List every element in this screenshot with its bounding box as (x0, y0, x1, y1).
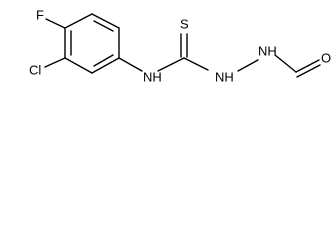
chemical-structure-diagram: F Cl S NH NH NH O (29, 7, 331, 84)
oxygen-label: O (321, 50, 331, 65)
bond-nh-to-carbon (157, 57, 185, 72)
ring-bond-top-right (91, 13, 120, 29)
hydrazine-nh-left-label: NH (215, 69, 234, 84)
bond-carbon-to-hydrazine-nh (183, 57, 209, 71)
benzene-ring (64, 13, 120, 74)
bond-formyl-carbon-to-oxygen-a (295, 59, 320, 73)
bond-ring-to-chlorine (44, 57, 66, 68)
sulfur-label: S (180, 16, 189, 31)
bond-formyl-carbon-to-oxygen-b (296, 64, 321, 78)
bond-ring-to-nh (118, 57, 143, 72)
fluorine-label: F (36, 7, 44, 22)
ring-double-bond-bottom (93, 54, 114, 67)
ring-bond-top-left (64, 13, 93, 29)
bond-ring-to-fluorine (45, 18, 66, 29)
ring-double-bond-top (93, 20, 114, 32)
hydrazine-nh-right-label: NH (258, 43, 277, 58)
ring-bond-bottom-left (64, 57, 93, 74)
ring-bond-bottom-right (91, 57, 120, 74)
amine-nh-label: NH (143, 69, 162, 84)
bond-nh-to-nh (237, 59, 259, 72)
chlorine-label: Cl (29, 62, 41, 77)
bond-nh-to-formyl-carbon (274, 54, 297, 73)
